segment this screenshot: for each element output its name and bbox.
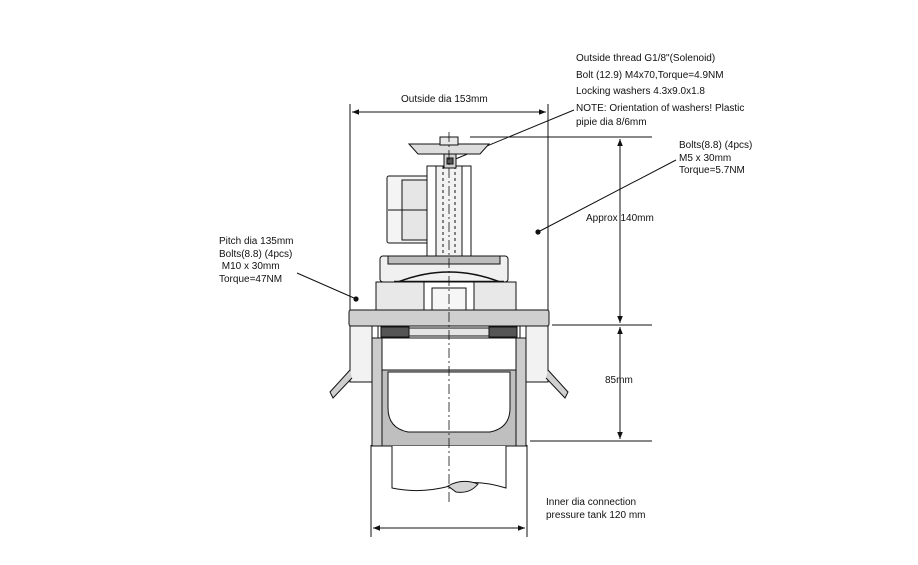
upper-bolts-line: Torque=5.7NM: [679, 165, 745, 176]
pitch-note: Pitch dia 135mm Bolts(8.8) (4pcs) M10 x …: [219, 236, 293, 286]
solenoid-note-line: Outside thread G1/8"(Solenoid): [576, 53, 716, 64]
upper-bolts-note: Bolts(8.8) (4pcs) M5 x 30mm Torque=5.7NM: [679, 140, 752, 178]
inner-dia-note: Inner dia connection pressure tank 120 m…: [546, 496, 646, 522]
inner-dia-line: Inner dia connection: [546, 497, 637, 508]
solenoid-note-line: Locking washers 4.3x9.0x1.8: [576, 86, 705, 97]
pitch-note-line: M10 x 30mm: [219, 261, 280, 272]
pitch-note-line: Torque=47NM: [219, 273, 283, 285]
solenoid-note: Outside thread G1/8"(Solenoid) Bolt (12.…: [576, 51, 744, 128]
solenoid-note-line: NOTE: Orientation of washers! Plastic: [576, 102, 745, 114]
inner-dia-line: pressure tank 120 mm: [546, 510, 646, 521]
approx-height-label: Approx 140mm: [586, 213, 654, 224]
pitch-note-line: Pitch dia 135mm: [219, 236, 294, 247]
outside-dia-label: Outside dia 153mm: [401, 94, 488, 105]
pitch-note-line: Bolts(8.8) (4pcs): [219, 248, 293, 260]
upper-bolts-line: M5 x 30mm: [679, 152, 732, 164]
solenoid-note-line: Bolt (12.9) M4x70,Torque=4.9NM: [576, 69, 724, 81]
lower-height-label: 85mm: [605, 375, 633, 386]
solenoid-note-line: pipie dia 8/6mm: [576, 117, 647, 128]
upper-bolts-line: Bolts(8.8) (4pcs): [679, 140, 753, 151]
dimension-lines: [296, 104, 677, 537]
